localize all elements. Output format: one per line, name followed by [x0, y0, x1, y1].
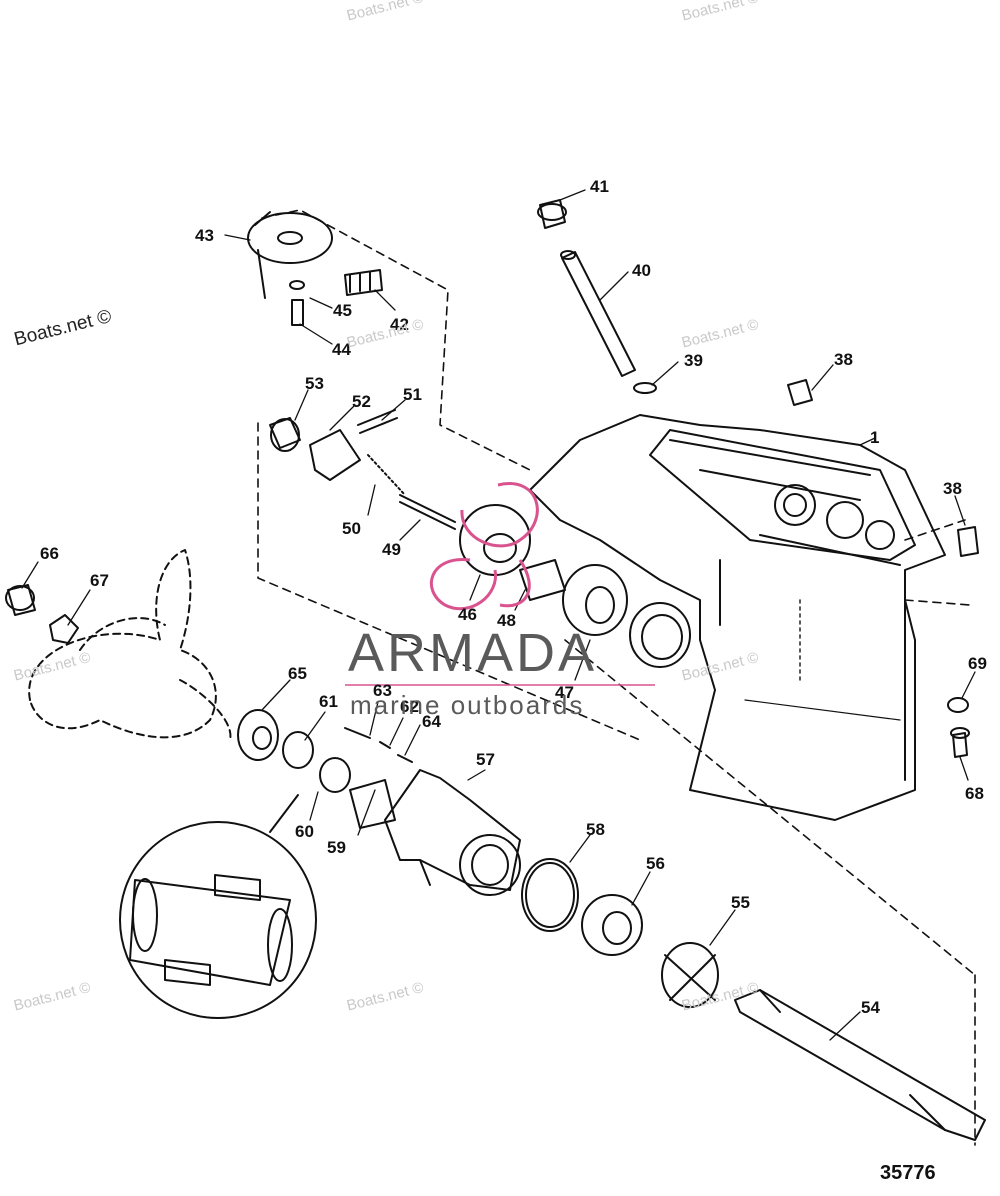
part-label-60: 60	[295, 822, 314, 841]
bearing-carrier-57	[384, 769, 521, 896]
water-tube-assembly	[537, 199, 657, 394]
part-label-47: 47	[555, 683, 574, 702]
part-label-41: 41	[590, 177, 609, 196]
part-label-57: 57	[476, 750, 495, 769]
gear-housing	[529, 414, 946, 821]
propeller-outline	[28, 549, 232, 741]
part-label-64: 64	[422, 712, 441, 731]
part-label-48: 48	[497, 611, 516, 630]
washer-69	[947, 697, 969, 713]
part-label-46: 46	[458, 605, 477, 624]
part-label-44: 44	[332, 340, 351, 359]
part-label-38-right: 38	[943, 479, 962, 498]
armada-logo-mark	[429, 482, 539, 611]
part-label-45: 45	[333, 301, 352, 320]
part-label-53: 53	[305, 374, 324, 393]
pinion-bearing-group	[459, 504, 691, 668]
part-label-42: 42	[390, 315, 409, 334]
propeller-shaft-54	[734, 989, 986, 1141]
propeller-nut-66	[5, 584, 36, 616]
screw-68	[950, 727, 970, 758]
part-label-38: 38	[834, 350, 853, 369]
part-label-50: 50	[342, 519, 361, 538]
detail-inset	[119, 794, 317, 1019]
part-label-52: 52	[352, 392, 371, 411]
part-label-43: 43	[195, 226, 214, 245]
part-label-63: 63	[373, 681, 392, 700]
part-label-67: 67	[90, 571, 109, 590]
leader-lines	[21, 189, 976, 1041]
tab-washer-67	[49, 614, 79, 644]
part-label-59: 59	[327, 838, 346, 857]
part-label-69: 69	[968, 654, 987, 673]
armada-logo-tagline: marine outboards	[350, 690, 585, 720]
part-label-54: 54	[861, 998, 880, 1017]
nut-38-upper	[787, 379, 813, 406]
armada-logo-name: ARMADA	[348, 623, 598, 683]
part-label-56: 56	[646, 854, 665, 873]
nut-38-right	[957, 526, 979, 557]
forward-gear-55	[661, 942, 719, 1008]
diagram-reference-number: 35776	[880, 1162, 936, 1184]
part-label-1: 1	[870, 428, 880, 447]
part-label-39: 39	[684, 351, 703, 370]
part-label-51: 51	[403, 385, 422, 404]
part-label-68: 68	[965, 784, 984, 803]
part-label-40: 40	[632, 261, 651, 280]
part-label-49: 49	[382, 540, 401, 559]
clutch-assembly	[269, 409, 456, 530]
assembly-guide-lines	[257, 209, 976, 1146]
part-label-55: 55	[731, 893, 750, 912]
part-label-65: 65	[288, 664, 307, 683]
part-label-58: 58	[586, 820, 605, 839]
part-label-61: 61	[319, 692, 338, 711]
o-ring-58	[521, 858, 579, 932]
pump-plate-assembly	[247, 211, 383, 326]
part-label-66: 66	[40, 544, 59, 563]
bearing-carrier-parts	[237, 709, 413, 829]
part-label-62: 62	[400, 697, 419, 716]
ball-bearing-56	[581, 894, 643, 956]
